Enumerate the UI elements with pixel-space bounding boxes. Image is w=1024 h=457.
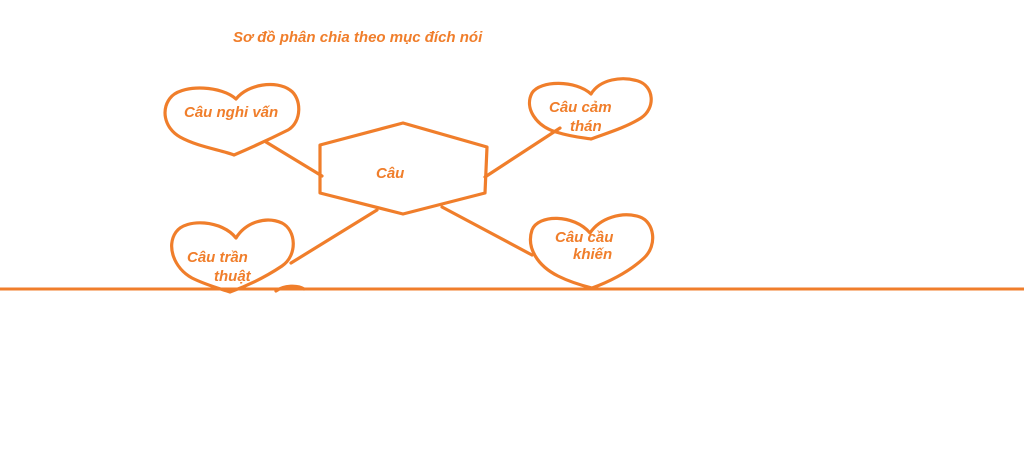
- branch-label-cam-than-line-1: Câu cảm: [549, 99, 612, 116]
- heart-shape-nghi-van: [163, 82, 301, 157]
- center-node-label: Câu: [376, 165, 404, 182]
- branch-node-cam-than: Câu cảm thán: [527, 77, 653, 141]
- branch-label-cam-than-line-2: thán: [570, 118, 602, 135]
- branch-label-tran-thuat-line-2: thuật: [214, 268, 252, 285]
- branch-node-nghi-van: Câu nghi vấn: [163, 82, 301, 157]
- center-hexagon-shape: [318, 121, 489, 216]
- heart-shape-cam-than: [527, 77, 653, 141]
- connector-cam-than: [483, 126, 562, 179]
- branch-node-cau-khien: Câu cầu khiến: [528, 213, 655, 290]
- branch-label-tran-thuat-line-1: Câu trần: [187, 249, 248, 266]
- connector-tran-thuat: [289, 208, 379, 265]
- branch-label-cau-khien-line-1: Câu cầu: [555, 229, 613, 246]
- branch-node-tran-thuat: Câu trần thuật: [170, 218, 306, 294]
- heart-shape-tran-thuat: [170, 218, 295, 294]
- branch-label-nghi-van: Câu nghi vấn: [184, 104, 278, 121]
- diagram-title: Sơ đồ phân chia theo mục đích nói: [233, 29, 483, 46]
- center-node: Câu: [318, 121, 489, 216]
- connector-cau-khien: [440, 205, 534, 257]
- connector-nghi-van: [264, 140, 324, 178]
- branch-label-cau-khien-line-2: khiến: [573, 246, 612, 263]
